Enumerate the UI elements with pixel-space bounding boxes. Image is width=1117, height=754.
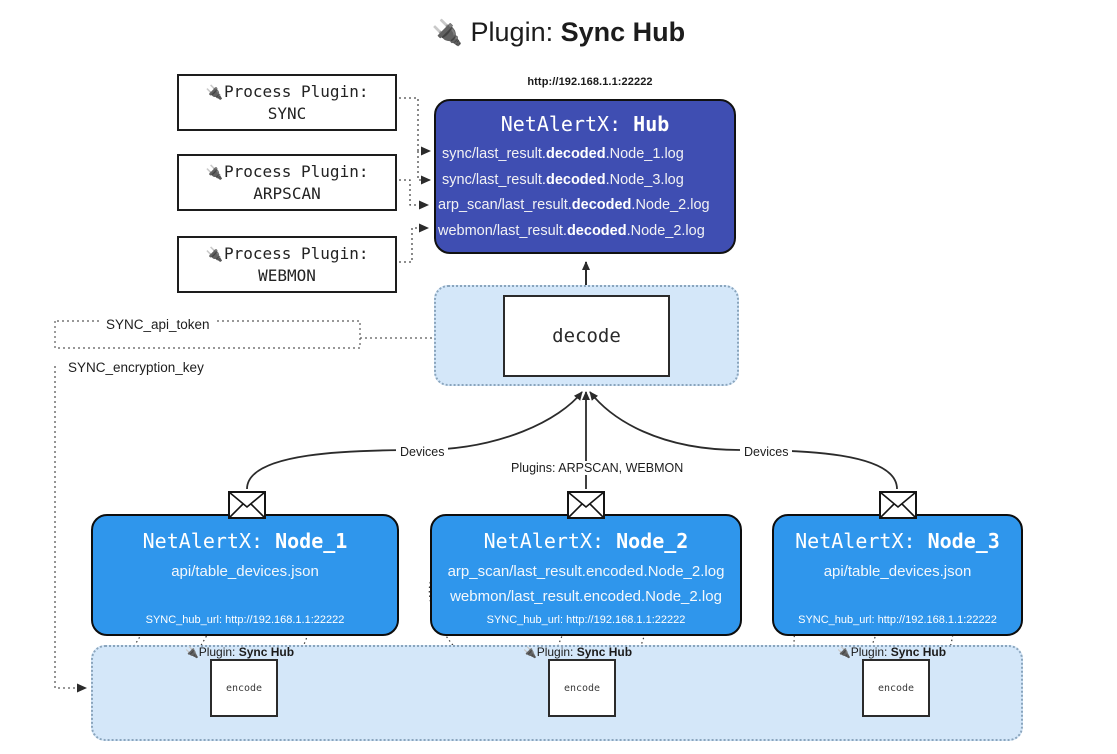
plug-icon: 🔌 bbox=[185, 647, 199, 659]
process-plugin-name: ARPSCAN bbox=[253, 183, 321, 203]
node-file-list: api/table_devices.json bbox=[93, 564, 397, 579]
edge-label-plugins: Plugins: ARPSCAN, WEBMON bbox=[507, 461, 688, 475]
node-title: NetAlertX: Node_2 bbox=[432, 529, 740, 553]
process-plugin-label: Process Plugin: bbox=[223, 161, 369, 181]
plugin-tag-prefix: Plugin: bbox=[198, 645, 239, 659]
plug-icon: 🔌 bbox=[205, 84, 223, 101]
edge-label-devices-left: Devices bbox=[396, 445, 449, 459]
node-hub-url: SYNC_hub_url: http://192.168.1.1:22222 bbox=[798, 614, 997, 626]
page-title: 🔌 Plugin: Sync Hub bbox=[0, 16, 1117, 48]
plug-icon: 🔌 bbox=[205, 246, 223, 263]
process-plugin-name: WEBMON bbox=[258, 265, 316, 285]
encode-box-node-1[interactable]: encode bbox=[210, 659, 278, 717]
hub-node[interactable]: NetAlertX: Hub sync/last_result.decoded.… bbox=[434, 99, 736, 254]
plugin-tag-node-2: 🔌Plugin: Sync Hub bbox=[523, 645, 632, 659]
encode-box-node-3[interactable]: encode bbox=[862, 659, 930, 717]
page-title-name: Sync Hub bbox=[560, 17, 686, 47]
hub-file-2: sync/last_result.decoded.Node_3.log bbox=[442, 171, 684, 188]
hub-title: NetAlertX: Hub bbox=[436, 112, 734, 136]
label-sync-api-token: SYNC_api_token bbox=[102, 317, 214, 332]
envelope-icon bbox=[228, 491, 266, 519]
decode-box[interactable]: decode bbox=[503, 295, 670, 377]
hub-title-prefix: NetAlertX: bbox=[500, 112, 634, 136]
plug-icon: 🔌 bbox=[837, 647, 851, 659]
node-title-name: Node_3 bbox=[927, 529, 1000, 553]
node-box-node-2[interactable]: NetAlertX: Node_2 arp_scan/last_result.e… bbox=[430, 514, 742, 636]
plug-icon: 🔌 bbox=[431, 19, 464, 47]
node-file: api/table_devices.json bbox=[823, 563, 972, 580]
page-title-prefix: Plugin: bbox=[470, 17, 561, 47]
edge-label-devices-right: Devices bbox=[740, 445, 793, 459]
node-title-prefix: NetAlertX: bbox=[142, 529, 276, 553]
node-title-name: Node_1 bbox=[275, 529, 348, 553]
node-title-name: Node_2 bbox=[616, 529, 689, 553]
plugin-tag-prefix: Plugin: bbox=[536, 645, 577, 659]
hub-title-name: Hub bbox=[633, 112, 670, 136]
hub-file-3: arp_scan/last_result.decoded.Node_2.log bbox=[438, 197, 710, 213]
node-file: arp_scan/last_result.encoded.Node_2.log bbox=[447, 563, 725, 580]
process-plugin-label: Process Plugin: bbox=[223, 243, 369, 263]
node-file: webmon/last_result.encoded.Node_2.log bbox=[450, 588, 722, 605]
process-plugin-label: Process Plugin: bbox=[223, 81, 369, 101]
plugin-tag-node-1: 🔌Plugin: Sync Hub bbox=[185, 645, 294, 659]
node-box-node-1[interactable]: NetAlertX: Node_1 api/table_devices.json… bbox=[91, 514, 399, 636]
node-title: NetAlertX: Node_1 bbox=[93, 529, 397, 553]
hub-file-4: webmon/last_result.decoded.Node_2.log bbox=[438, 222, 705, 239]
plug-icon: 🔌 bbox=[205, 164, 223, 181]
plugin-tag-prefix: Plugin: bbox=[850, 645, 891, 659]
node-box-node-3[interactable]: NetAlertX: Node_3 api/table_devices.json… bbox=[772, 514, 1023, 636]
node-title: NetAlertX: Node_3 bbox=[774, 529, 1021, 553]
hub-file-1: sync/last_result.decoded.Node_1.log bbox=[442, 146, 684, 162]
process-plugin-name: SYNC bbox=[267, 103, 307, 123]
node-file-list: arp_scan/last_result.encoded.Node_2.log … bbox=[432, 564, 740, 604]
plugin-tag-name: Sync Hub bbox=[890, 645, 947, 659]
hub-url-label: http://192.168.1.1:22222 bbox=[527, 76, 653, 88]
envelope-icon bbox=[567, 491, 605, 519]
envelope-icon bbox=[879, 491, 917, 519]
process-plugin-box-sync[interactable]: 🔌Process Plugin: SYNC bbox=[177, 74, 397, 131]
node-hub-url: SYNC_hub_url: http://192.168.1.1:22222 bbox=[145, 614, 345, 626]
plugin-tag-name: Sync Hub bbox=[576, 645, 633, 659]
node-file: api/table_devices.json bbox=[171, 563, 319, 580]
node-title-prefix: NetAlertX: bbox=[795, 529, 928, 553]
node-hub-url: SYNC_hub_url: http://192.168.1.1:22222 bbox=[486, 614, 686, 626]
label-sync-encryption-key: SYNC_encryption_key bbox=[64, 360, 208, 375]
node-title-prefix: NetAlertX: bbox=[483, 529, 617, 553]
process-plugin-box-arpscan[interactable]: 🔌Process Plugin: ARPSCAN bbox=[177, 154, 397, 211]
plug-icon: 🔌 bbox=[523, 647, 537, 659]
plugin-tag-node-3: 🔌Plugin: Sync Hub bbox=[837, 645, 946, 659]
process-plugin-box-webmon[interactable]: 🔌Process Plugin: WEBMON bbox=[177, 236, 397, 293]
node-file-list: api/table_devices.json bbox=[774, 564, 1021, 579]
plugin-tag-name: Sync Hub bbox=[238, 645, 295, 659]
encode-box-node-2[interactable]: encode bbox=[548, 659, 616, 717]
